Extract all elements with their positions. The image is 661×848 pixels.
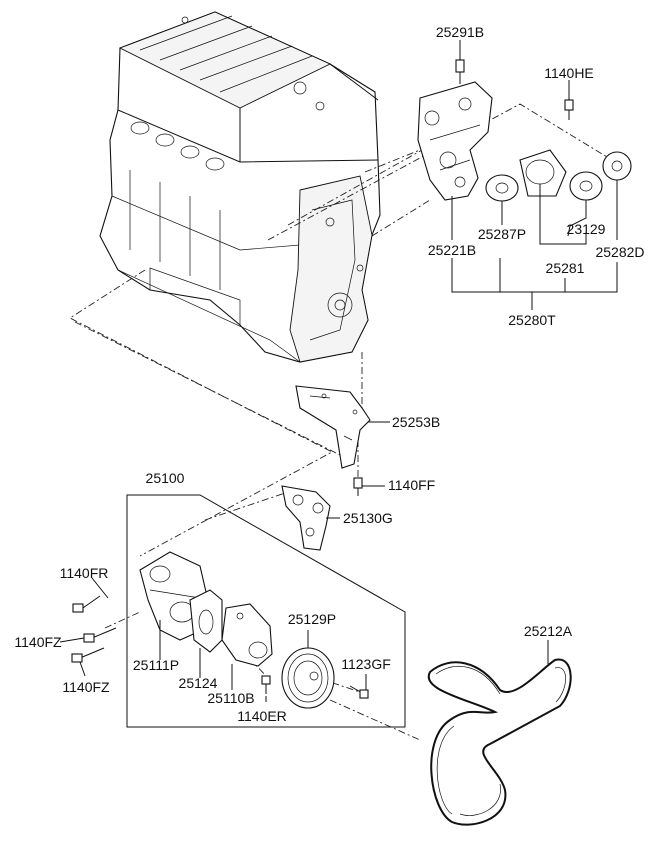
bolt-1140er — [261, 675, 271, 694]
tensioner-bracket — [417, 81, 493, 201]
pump-housing-25111p — [139, 551, 207, 641]
pulley-25129p — [281, 647, 335, 709]
label-1140he: 1140HE — [544, 65, 594, 81]
part-labels: 25291B 1140HE 25287P 23129 25221B 25281 … — [14, 24, 644, 724]
label-25281: 25281 — [546, 260, 585, 276]
label-25212a: 25212A — [524, 623, 573, 639]
pump-gasket-25124 — [189, 589, 223, 653]
bolt-1140fz-upper — [83, 627, 117, 643]
assembly-lines — [69, 103, 613, 741]
label-25129p: 25129P — [288, 611, 336, 627]
label-23129: 23129 — [567, 221, 606, 237]
label-25100: 25100 — [146, 470, 185, 486]
bolt-1123gf — [349, 685, 369, 699]
bolt-25291b — [455, 59, 465, 84]
label-25287p: 25287P — [478, 226, 526, 242]
label-1140fz-lower: 1140FZ — [62, 679, 110, 695]
label-25221b: 25221B — [428, 242, 476, 258]
label-1123gf: 1123GF — [341, 656, 391, 672]
label-25110b: 25110B — [207, 690, 254, 706]
pulley-23129 — [569, 171, 603, 201]
label-1140er: 1140ER — [237, 708, 287, 724]
label-25253b: 25253B — [392, 414, 440, 430]
tensioner-25281 — [519, 149, 567, 197]
bolt-1140ff — [353, 477, 363, 496]
bolt-1140he — [564, 99, 574, 120]
gasket-25130g — [281, 485, 331, 551]
label-25280t: 25280T — [508, 312, 556, 328]
label-25124: 25124 — [179, 675, 218, 691]
drive-belt-25212a — [427, 658, 572, 826]
bolt-1140fr — [72, 595, 101, 613]
bracket-25253b — [295, 385, 371, 469]
pulley-25282d — [602, 151, 632, 181]
label-25111p: 25111P — [133, 657, 179, 673]
label-25282d: 25282D — [595, 244, 644, 260]
label-1140fr: 1140FR — [60, 565, 109, 581]
label-25130g: 25130G — [343, 510, 393, 526]
label-1140ff: 1140FF — [388, 477, 435, 493]
engine-block — [99, 11, 381, 363]
bolt-1140fz-lower — [71, 647, 105, 663]
label-1140fz-upper: 1140FZ — [14, 634, 62, 650]
water-pump-25110b — [221, 603, 273, 667]
idler-pulley-25287p — [485, 174, 519, 202]
label-25291b: 25291B — [436, 24, 484, 40]
water-pump-group-box — [126, 494, 406, 728]
